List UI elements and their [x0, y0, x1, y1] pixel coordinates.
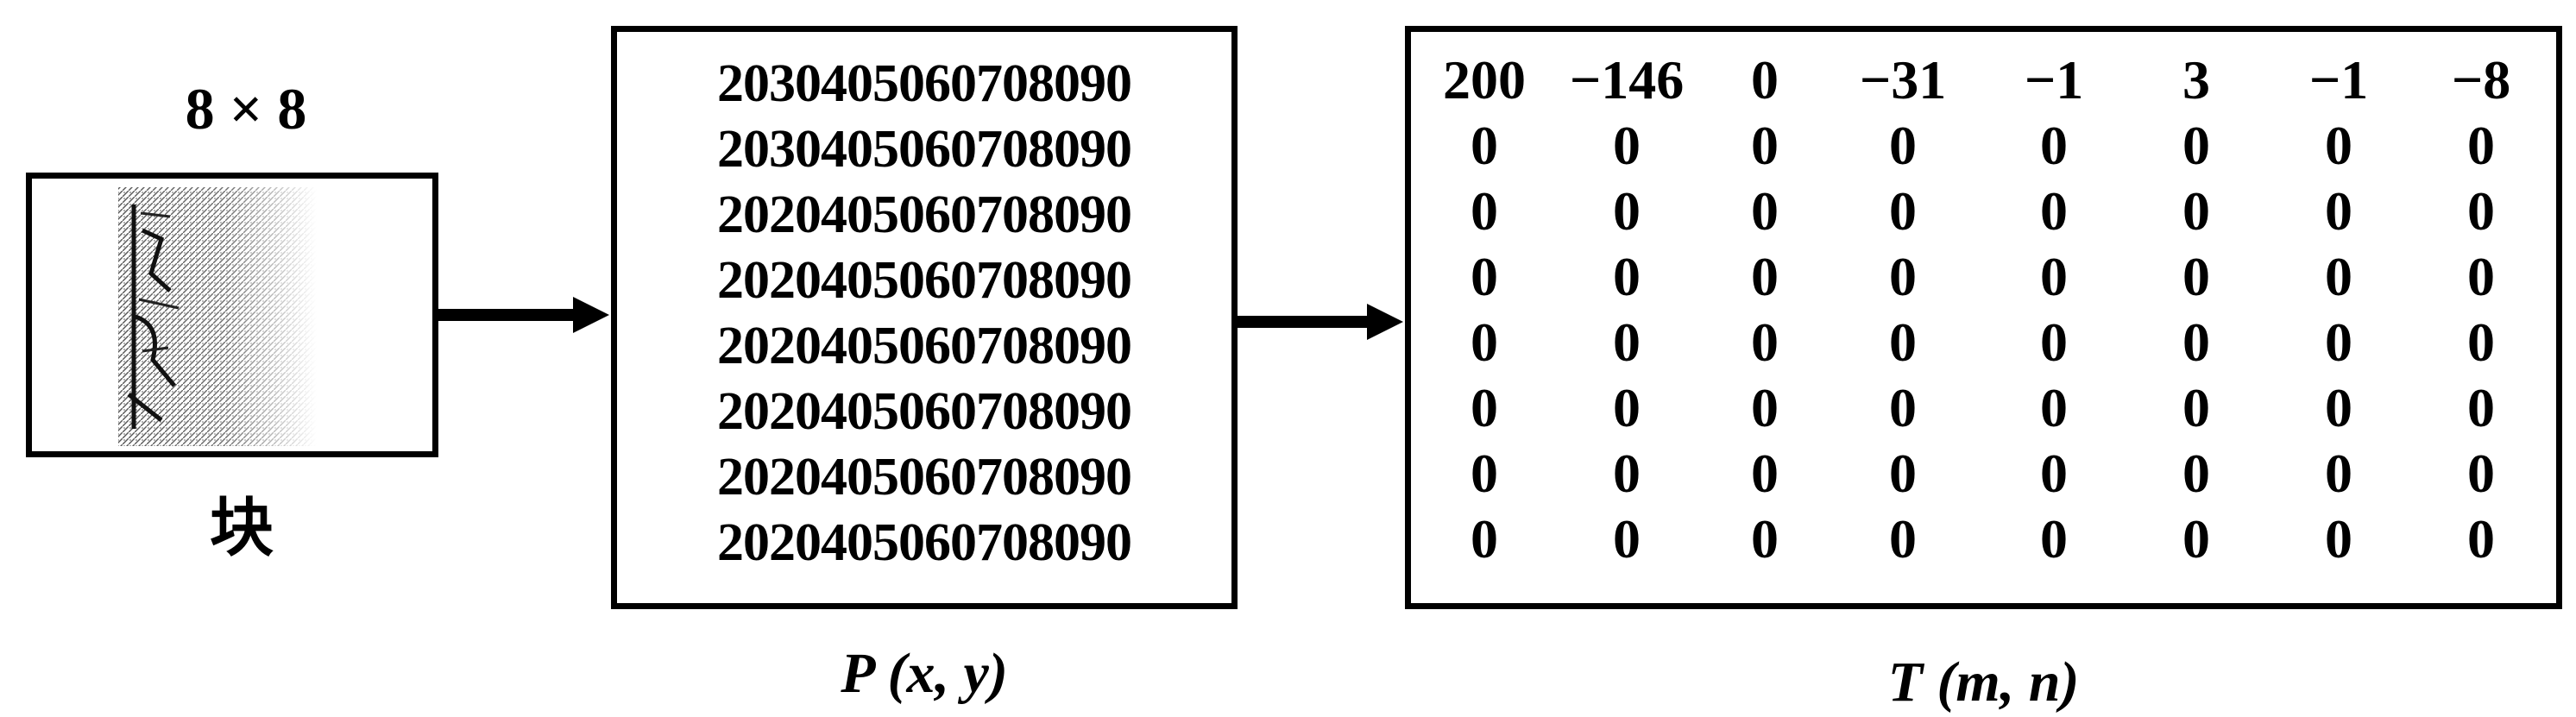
- transform-cell: 0: [1889, 508, 1917, 569]
- transform-cell: 0: [2467, 180, 2495, 242]
- transform-cell: 0: [2040, 311, 2068, 373]
- transform-matrix-caption: T (m, n): [1887, 651, 2080, 714]
- transform-cell: 0: [2040, 246, 2068, 307]
- transform-cell: 0: [2040, 377, 2068, 438]
- transform-cell: 0: [2040, 508, 2068, 569]
- transform-cell: 0: [2182, 508, 2210, 569]
- pixel-row: 2020405060708090: [717, 513, 1132, 572]
- transform-cell: 0: [2467, 311, 2495, 373]
- transform-cell: 0: [1471, 311, 1498, 373]
- transform-cell: 0: [1889, 443, 1917, 504]
- transform-cell: −1: [2024, 49, 2084, 110]
- transform-cell: 0: [2467, 508, 2495, 569]
- transform-cell: 0: [2040, 180, 2068, 242]
- transform-cell: 0: [2325, 180, 2352, 242]
- transform-cell: 0: [1889, 246, 1917, 307]
- block-size-label: 8 × 8: [185, 76, 307, 142]
- transform-cell: 0: [1751, 443, 1779, 504]
- transform-cell: −1: [2308, 49, 2369, 110]
- transform-cell: −31: [1859, 49, 1947, 110]
- transform-cell: 0: [1613, 311, 1641, 373]
- transform-cell: 0: [1751, 377, 1779, 438]
- pixel-row: 2030405060708090: [717, 120, 1132, 179]
- transform-cell: 200: [1443, 49, 1526, 110]
- transform-cell: 0: [2182, 180, 2210, 242]
- transform-cell: 0: [2325, 115, 2352, 176]
- arrow-pixels-to-transform: [1238, 304, 1403, 340]
- transform-cell: 0: [1471, 508, 1498, 569]
- transform-cell: 0: [1889, 115, 1917, 176]
- transform-cell: 0: [1471, 246, 1498, 307]
- pixel-row: 2030405060708090: [717, 54, 1132, 113]
- transform-cell: 0: [2467, 115, 2495, 176]
- pixel-row: 2020405060708090: [717, 251, 1132, 310]
- transform-cell: 0: [2467, 443, 2495, 504]
- transform-cell: 0: [1751, 49, 1779, 110]
- transform-cell: 0: [2325, 377, 2352, 438]
- arrow-block-to-pixels: [438, 297, 609, 333]
- transform-cell: 0: [2182, 115, 2210, 176]
- transform-cell: 0: [1613, 377, 1641, 438]
- transform-cell: 0: [1613, 246, 1641, 307]
- transform-cell: 0: [2182, 377, 2210, 438]
- transform-cell: 0: [1751, 180, 1779, 242]
- pixel-matrix-caption: P (x, y): [841, 642, 1008, 705]
- transform-cell: 0: [1471, 180, 1498, 242]
- transform-cell: 0: [1889, 180, 1917, 242]
- pixel-row: 2020405060708090: [717, 382, 1132, 441]
- transform-cell: 0: [2040, 115, 2068, 176]
- transform-cell: 0: [2325, 246, 2352, 307]
- block-caption: 块: [210, 491, 274, 565]
- transform-cell: −146: [1569, 49, 1685, 110]
- transform-cell: 0: [2325, 508, 2352, 569]
- transform-cell: 0: [1471, 115, 1498, 176]
- transform-cell: −8: [2451, 49, 2511, 110]
- transform-cell: 0: [2467, 246, 2495, 307]
- transform-cell: 3: [2182, 49, 2210, 110]
- transform-cell: 0: [1889, 311, 1917, 373]
- transform-cell: 0: [2182, 443, 2210, 504]
- transform-cell: 0: [1613, 115, 1641, 176]
- pixel-row: 2020405060708090: [717, 448, 1132, 506]
- pixel-row: 2020405060708090: [717, 186, 1132, 244]
- transform-cell: 0: [1613, 180, 1641, 242]
- transform-cell: 0: [2182, 311, 2210, 373]
- transform-cell: 0: [1751, 311, 1779, 373]
- transform-cell: 0: [2467, 377, 2495, 438]
- transform-cell: 0: [2040, 443, 2068, 504]
- transform-cell: 0: [2182, 246, 2210, 307]
- transform-cell: 0: [1889, 377, 1917, 438]
- transform-cell: 0: [1613, 508, 1641, 569]
- image-block: [26, 173, 438, 457]
- transform-cell: 0: [1751, 508, 1779, 569]
- pixel-matrix: 2030405060708090 2030405060708090 202040…: [611, 26, 1238, 609]
- transform-cell: 0: [1751, 115, 1779, 176]
- transform-cell: 0: [1471, 443, 1498, 504]
- transform-cell: 0: [1471, 377, 1498, 438]
- transform-cell: 0: [2325, 443, 2352, 504]
- image-block-picture: [118, 187, 317, 446]
- transform-cell: 0: [1751, 246, 1779, 307]
- pixel-row: 2020405060708090: [717, 317, 1132, 375]
- transform-cell: 0: [1613, 443, 1641, 504]
- transform-cell: 0: [2325, 311, 2352, 373]
